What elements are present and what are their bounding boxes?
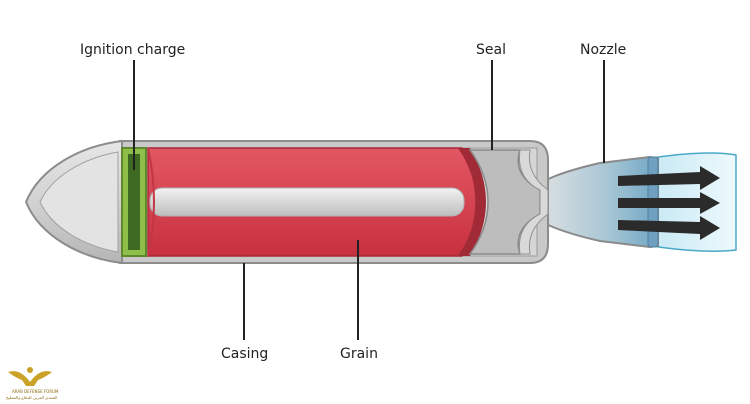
logo-text-line1: ARAB DEFENSE FORUM: [12, 389, 59, 394]
label-ignition-charge: Ignition charge: [80, 42, 185, 58]
ignition-charge-core: [128, 154, 140, 250]
arrow-icon: [618, 192, 720, 214]
eagle-wings-icon: [8, 371, 52, 386]
label-casing: Casing: [221, 346, 268, 362]
grain-end-face: [458, 148, 486, 256]
forum-logo: ARAB DEFENSE FORUM المنتدى العربي للدفاع…: [6, 367, 59, 400]
label-grain: Grain: [340, 346, 378, 362]
nose-cone-inner: [39, 151, 119, 253]
arrow-icon: [618, 166, 720, 190]
label-seal: Seal: [476, 42, 506, 58]
label-nozzle: Nozzle: [580, 42, 626, 58]
exhaust-arrows: [618, 166, 720, 240]
grain-core: [149, 187, 465, 217]
arrow-icon: [618, 216, 720, 240]
grain-front-curve: [147, 147, 155, 257]
logo-text-line2: المنتدى العربي للدفاع والتسليح: [6, 395, 57, 400]
throat: [518, 149, 549, 255]
eagle-head-icon: [27, 367, 33, 373]
